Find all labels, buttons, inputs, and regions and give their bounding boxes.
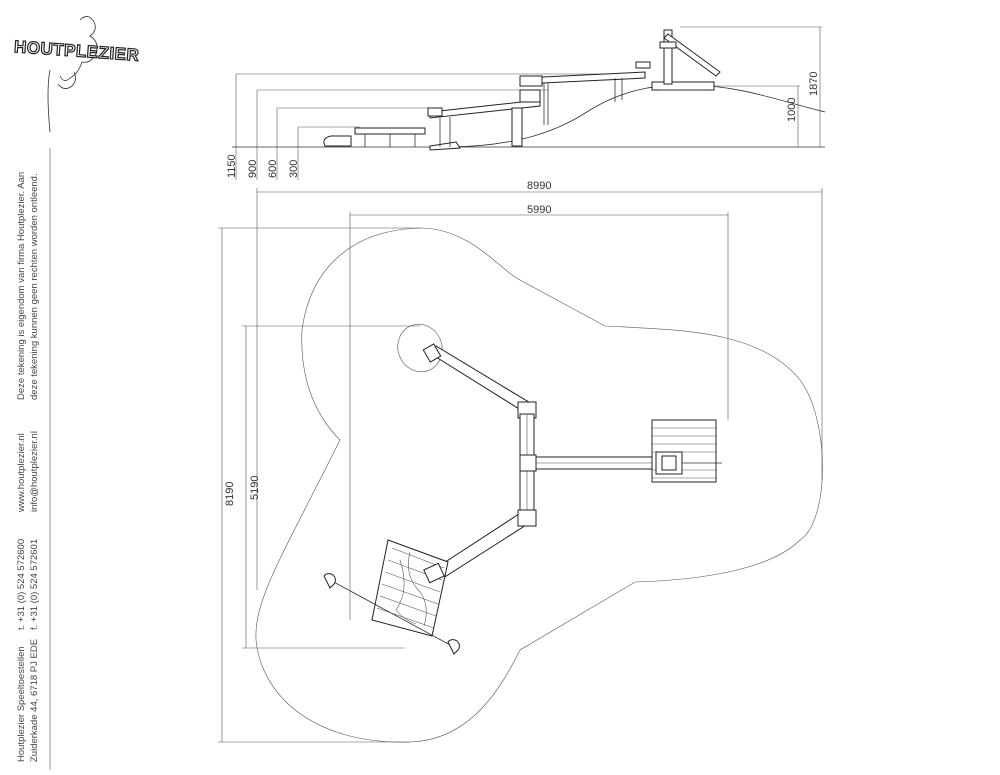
disclaimer-line1: Deze tekening is eigendom van firma Hout…	[16, 172, 27, 400]
right-dimensions	[680, 26, 822, 147]
disclaimer-line2: deze tekening kunnen geen rechten worden…	[29, 173, 40, 400]
logo-text: HOUTPLEZIER	[13, 37, 139, 65]
dim-1870-label: 1870	[808, 72, 820, 96]
dim-1150-label: 1150	[226, 154, 238, 178]
side-view: 1150 900 600 300 1000 1870	[226, 26, 826, 180]
dim-5190-label: 5190	[249, 476, 261, 500]
email-link: info@houtplezier.nl	[29, 431, 40, 512]
phone-number: t. +31 (0) 524 572600	[16, 539, 27, 630]
website-link: www.houtplezier.nl	[16, 433, 27, 513]
safety-zone-outline	[255, 227, 823, 743]
dim-600-label: 600	[267, 160, 279, 178]
small-zone-ellipse	[397, 323, 443, 373]
rope-line	[329, 579, 453, 647]
side-equipment	[323, 29, 721, 151]
dim-5990-label: 5990	[527, 204, 551, 216]
dim-1000-label: 1000	[786, 98, 798, 122]
sidebar-text: Houtplezier Speeltoestellen Zuiderkade 4…	[16, 172, 40, 762]
address-line1: Houtplezier Speeltoestellen	[16, 646, 27, 762]
dim-900-label: 900	[247, 160, 259, 178]
left-dimensions	[235, 73, 625, 180]
top-equipment	[323, 343, 722, 655]
rope-end-cap-left	[323, 573, 336, 589]
wood-block	[371, 539, 449, 637]
dim-300-label: 300	[288, 160, 300, 178]
dim-8990-label: 8990	[527, 180, 551, 192]
fax-number: f. +31 (0) 524 572601	[29, 539, 40, 630]
hill-profile	[449, 84, 826, 148]
deck-platform	[651, 419, 722, 483]
rope-end-cap-right	[447, 639, 460, 655]
address-line2: Zuiderkade 44, 6718 PJ EDE	[29, 639, 40, 762]
houtplezier-logo: HOUTPLEZIER	[13, 16, 141, 133]
top-view: 8990 5990 8190 5190	[218, 180, 823, 743]
dim-8190-label: 8190	[224, 482, 236, 506]
